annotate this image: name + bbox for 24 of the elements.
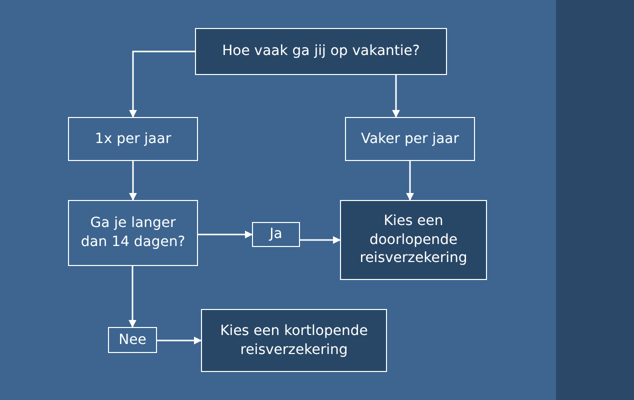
arrow xyxy=(128,266,136,328)
answer-box xyxy=(340,200,487,280)
box-text: Nee xyxy=(118,330,146,350)
box-text: 1x per jaar xyxy=(94,130,172,148)
box-text: Hoe vaak ga jij op vakantie? xyxy=(222,42,420,61)
answer-box xyxy=(201,309,387,372)
process-box xyxy=(108,327,157,353)
arrow xyxy=(129,161,137,201)
box-text: Kies een doorlopende reisverzekering xyxy=(358,212,468,268)
arrow xyxy=(392,75,400,118)
box-text: Vaker per jaar xyxy=(360,130,459,148)
arrow xyxy=(129,50,195,118)
answer-box xyxy=(195,28,447,75)
arrow xyxy=(406,161,414,201)
arrow xyxy=(198,230,253,238)
process-box xyxy=(345,117,475,161)
process-box xyxy=(252,222,300,247)
box-text: Kies een kortlopende reisverzekering xyxy=(219,322,369,360)
process-box xyxy=(68,117,198,161)
process-box xyxy=(68,200,198,266)
box-text: Ga je langer dan 14 dagen? xyxy=(80,214,186,252)
arrow xyxy=(157,336,202,344)
arrow xyxy=(300,236,341,244)
box-text: Ja xyxy=(270,225,282,244)
